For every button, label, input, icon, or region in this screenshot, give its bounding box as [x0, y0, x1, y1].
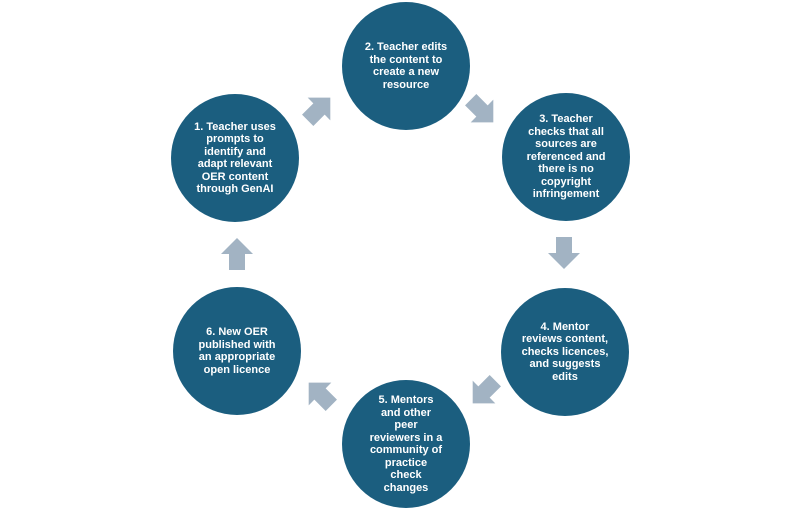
step-2-label: 2. Teacher edits the content to create a…: [364, 41, 448, 91]
step-4-label: 4. Mentor reviews content, checks licenc…: [521, 320, 609, 383]
step-6-label: 6. New OER published with an appropriate…: [198, 326, 276, 376]
arrow-step-3-to-4: [548, 237, 580, 269]
step-1-circle: 1. Teacher uses prompts to identify and …: [171, 94, 299, 222]
arrow-step-2-to-3: [465, 94, 494, 123]
step-2-circle: 2. Teacher edits the content to create a…: [342, 2, 470, 130]
step-1-label: 1. Teacher uses prompts to identify and …: [194, 120, 276, 196]
step-3-circle: 3. Teacher checks that all sources are r…: [502, 93, 630, 221]
arrow-step-4-to-5: [472, 375, 501, 404]
arrow-step-5-to-6: [308, 382, 337, 411]
arrow-step-1-to-2: [302, 97, 331, 126]
step-5-label: 5. Mentors and other peer reviewers in a…: [369, 394, 443, 494]
step-6-circle: 6. New OER published with an appropriate…: [173, 287, 301, 415]
step-4-circle: 4. Mentor reviews content, checks licenc…: [501, 288, 629, 416]
step-5-circle: 5. Mentors and other peer reviewers in a…: [342, 380, 470, 508]
step-3-label: 3. Teacher checks that all sources are r…: [526, 113, 606, 201]
arrow-step-6-to-1: [221, 238, 253, 270]
